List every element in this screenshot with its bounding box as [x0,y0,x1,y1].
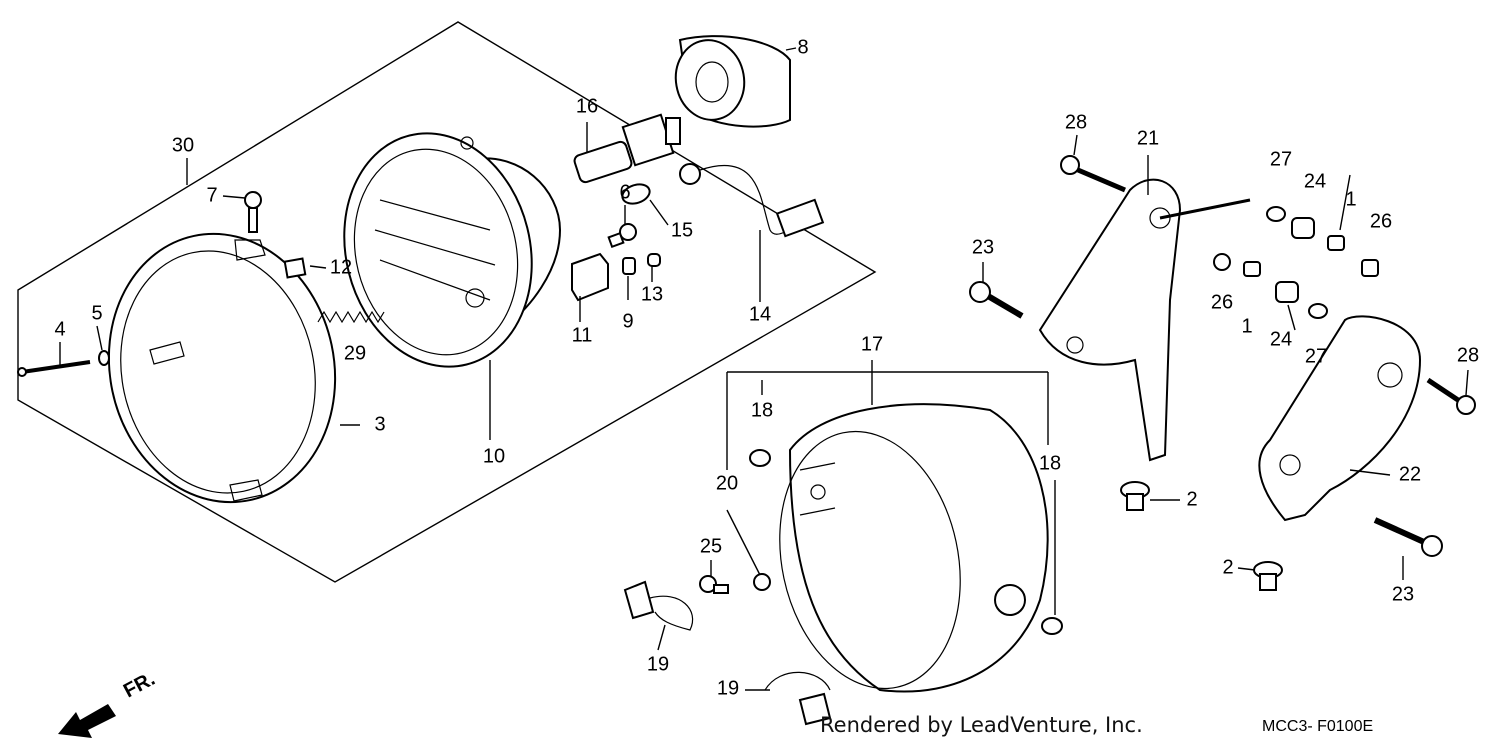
grommet-top [749,449,771,467]
callout-9: 9 [622,310,633,332]
nut-26-upper [1361,259,1379,277]
callout-11: 11 [572,324,593,346]
callout-18-left: 18 [751,399,773,421]
position-light-socket [679,163,825,238]
callout-30: 30 [172,134,194,156]
square-nut [283,257,307,279]
callout-2-upper: 2 [1186,488,1197,510]
assembly-group-outline [17,21,877,583]
callout-6: 6 [619,181,630,203]
callout-13: 13 [641,283,663,305]
washer [98,350,110,366]
callout-4: 4 [54,318,65,340]
washer-27-lower [1308,303,1328,319]
case-nut [753,573,771,591]
headlight-case [779,403,1049,693]
render-credit: Rendered by LeadVenture, Inc. [820,713,1143,737]
callout-12: 12 [330,256,352,278]
position-bulb [621,183,651,205]
figure-code: MCC3- F0100E [1262,718,1374,735]
callout-25: 25 [700,535,722,557]
callout-1-lower: 1 [1241,315,1252,337]
wire-clamp-bottom [764,671,832,726]
callout-10: 10 [483,445,505,467]
callout-1-upper: 1 [1345,188,1356,210]
direction-marker: FR. [120,668,159,703]
callout-23-lower: 23 [1392,583,1414,605]
callout-numbers: 30 7 12 4 5 29 3 10 16 8 6 15 13 11 9 14… [54,36,1479,699]
adjusting-screw [17,360,91,377]
front-direction-arrow-icon [58,704,116,738]
callout-18-right: 18 [1039,452,1061,474]
callout-8: 8 [797,36,808,58]
collar [622,257,636,275]
rim-screw [244,191,262,233]
headlight-bulb [573,113,681,184]
callout-16: 16 [576,95,598,117]
case-bolt [699,575,729,594]
bulb-dust-cover [674,35,791,128]
callout-24-upper: 24 [1304,170,1326,192]
mount-rubber-upper [1120,481,1150,511]
mounting-stay [571,252,609,302]
nut-26-lower [1213,253,1231,271]
collar-1-lower [1243,261,1261,277]
callout-26-upper: 26 [1370,210,1392,232]
grommet-bottom [1041,617,1063,635]
callout-15: 15 [671,219,693,241]
callout-24-lower: 24 [1270,328,1292,350]
adjusting-spring [317,310,385,324]
mount-rubber-lower [1253,561,1283,591]
callout-19-bottom: 19 [717,677,739,699]
rubber-24-upper [1291,217,1315,239]
callout-17: 17 [861,333,883,355]
headlight-bracket-right [1258,315,1422,522]
callout-5: 5 [91,302,102,324]
rubber-24-lower [1275,281,1299,303]
leader-lines [59,47,1469,691]
callout-28-upper: 28 [1065,111,1087,133]
callout-26-lower: 26 [1211,291,1233,313]
case-mount-bolt-right [1373,517,1443,557]
headlight-bracket-left [1038,178,1251,462]
callout-21: 21 [1137,127,1159,149]
callout-14: 14 [749,303,771,325]
bracket-bolt-upper [1060,155,1126,193]
callout-20: 20 [716,472,738,494]
callout-28-lower: 28 [1457,344,1479,366]
case-mount-bolt-left [969,281,1024,319]
callout-7: 7 [206,184,217,206]
headlight-rim [107,232,337,504]
callout-2-lower: 2 [1222,556,1233,578]
callout-23-upper: 23 [972,236,994,258]
small-screw [607,223,637,249]
callout-22: 22 [1399,463,1421,485]
wire-clamp-left [623,580,694,631]
callout-27-upper: 27 [1270,148,1292,170]
headlight-unit [343,132,562,368]
collar-1-upper [1327,235,1345,251]
callout-19-left: 19 [647,653,669,675]
bracket-bolt-lower [1426,377,1476,415]
callout-3: 3 [374,413,385,435]
grommet [647,253,661,267]
washer-27-upper [1266,206,1286,222]
callout-27-lower: 27 [1305,345,1327,367]
callout-29: 29 [344,342,366,364]
